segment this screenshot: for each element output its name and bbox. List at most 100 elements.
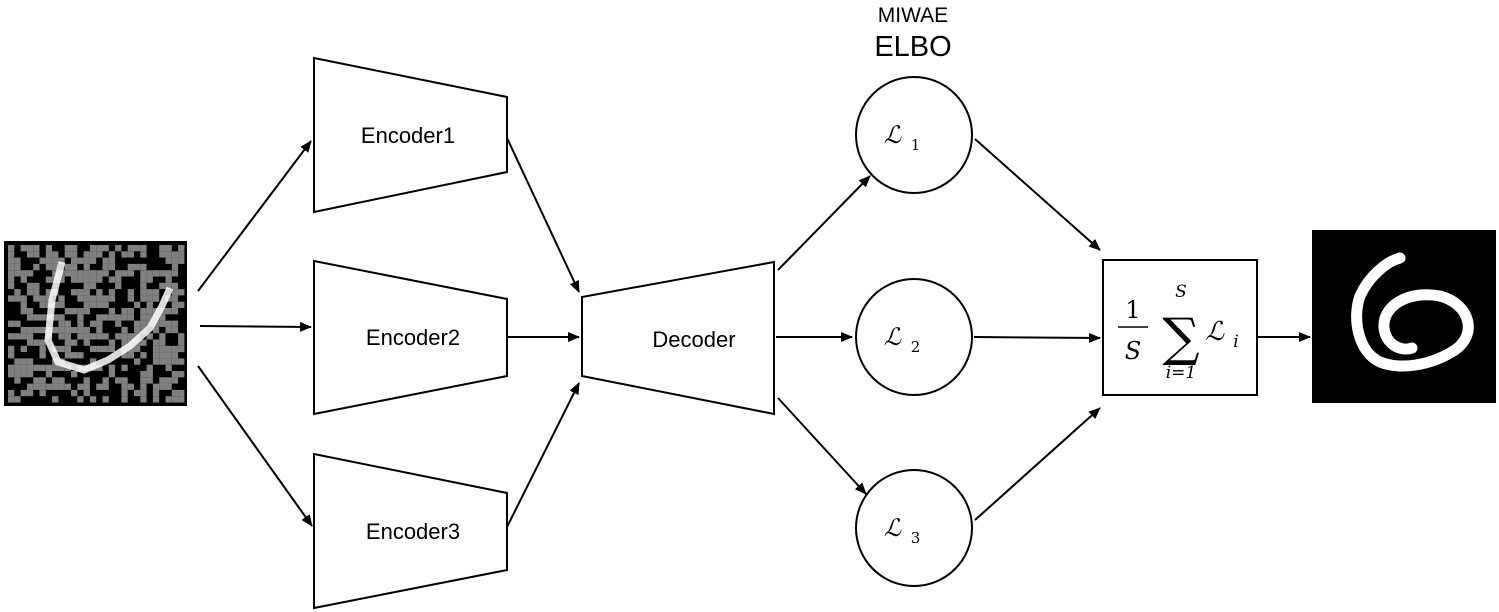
svg-text:ℒ 1: ℒ 1 bbox=[884, 121, 920, 154]
noise-pixel bbox=[159, 358, 166, 365]
noise-pixel bbox=[165, 308, 172, 315]
noise-pixel bbox=[127, 314, 134, 321]
noise-pixel bbox=[8, 263, 15, 271]
aggregate-lower-limit: i=1 bbox=[1166, 363, 1197, 383]
noise-pixel bbox=[33, 383, 40, 390]
noise-pixel bbox=[58, 333, 65, 340]
noise-pixel bbox=[83, 377, 90, 384]
noise-pixel bbox=[14, 396, 21, 403]
noise-pixel bbox=[39, 345, 46, 353]
noise-pixel bbox=[134, 326, 141, 334]
noise-pixel bbox=[140, 282, 147, 290]
noise-pixel bbox=[33, 326, 40, 334]
noise-pixel bbox=[58, 320, 65, 327]
noise-pixel bbox=[127, 245, 134, 252]
noise-pixel bbox=[146, 333, 153, 340]
noise-pixel bbox=[96, 301, 103, 308]
noise-pixel bbox=[159, 352, 166, 359]
noise-pixel bbox=[96, 289, 103, 296]
noise-pixel bbox=[108, 364, 116, 371]
noise-pixel bbox=[58, 377, 65, 384]
loss1-symbol: ℒ bbox=[884, 121, 902, 149]
noise-pixel bbox=[83, 383, 90, 390]
noise-pixel bbox=[26, 339, 34, 346]
noise-pixel bbox=[140, 377, 147, 384]
noise-pixel bbox=[52, 396, 59, 403]
noise-pixel bbox=[178, 301, 185, 308]
noise-pixel bbox=[121, 333, 128, 340]
noise-pixel bbox=[8, 396, 15, 403]
aggregate-upper-limit: S bbox=[1175, 282, 1187, 302]
noise-pixel bbox=[64, 245, 71, 252]
noise-pixel bbox=[77, 333, 84, 340]
noise-pixel bbox=[115, 282, 122, 290]
noise-pixel bbox=[127, 289, 134, 296]
noise-pixel bbox=[58, 276, 65, 283]
noise-pixel bbox=[165, 276, 172, 283]
noise-pixel bbox=[14, 295, 21, 302]
noise-pixel bbox=[77, 295, 84, 302]
noise-pixel bbox=[58, 326, 65, 334]
noise-pixel bbox=[14, 320, 21, 327]
noise-pixel bbox=[102, 396, 109, 403]
noise-pixel bbox=[140, 276, 147, 283]
aggregate-denominator: S bbox=[1125, 337, 1141, 365]
noise-pixel bbox=[171, 295, 179, 302]
noise-pixel bbox=[83, 326, 90, 334]
noise-pixel bbox=[152, 270, 160, 277]
noise-pixel bbox=[102, 333, 109, 340]
noise-pixel bbox=[8, 270, 15, 277]
noise-pixel bbox=[165, 257, 172, 264]
noise-pixel bbox=[77, 396, 84, 403]
noise-pixel bbox=[140, 352, 147, 359]
noise-pixel bbox=[39, 377, 46, 384]
noise-pixel bbox=[140, 289, 147, 296]
noise-pixel bbox=[52, 326, 59, 334]
noise-pixel bbox=[83, 339, 90, 346]
noise-pixel bbox=[127, 383, 134, 390]
noise-pixel bbox=[89, 295, 97, 302]
noise-pixel bbox=[146, 364, 153, 371]
aggregate-numerator: 1 bbox=[1125, 296, 1140, 324]
noise-pixel bbox=[20, 358, 27, 365]
noise-pixel bbox=[20, 364, 27, 371]
noise-pixel bbox=[89, 276, 97, 283]
noise-pixel bbox=[8, 245, 15, 252]
noise-pixel bbox=[14, 377, 21, 384]
noise-pixel bbox=[71, 326, 78, 334]
noise-pixel bbox=[159, 320, 166, 327]
noise-pixel bbox=[108, 263, 116, 271]
noise-pixel bbox=[134, 301, 141, 308]
noise-pixel bbox=[178, 345, 185, 353]
noise-pixel bbox=[165, 245, 172, 252]
noise-pixel bbox=[146, 295, 153, 302]
noise-pixel bbox=[108, 339, 116, 346]
noise-pixel bbox=[20, 270, 27, 277]
noise-pixel bbox=[39, 257, 46, 264]
noise-pixel bbox=[108, 251, 116, 258]
noise-pixel bbox=[178, 358, 185, 365]
noise-pixel bbox=[108, 308, 116, 315]
noise-pixel bbox=[58, 383, 65, 390]
noise-pixel bbox=[71, 257, 78, 264]
noise-pixel bbox=[14, 263, 21, 271]
noise-pixel bbox=[8, 333, 15, 340]
noise-pixel bbox=[115, 333, 122, 340]
noise-pixel bbox=[127, 270, 134, 277]
noise-pixel bbox=[152, 345, 160, 353]
noise-pixel bbox=[171, 289, 179, 296]
noise-pixel bbox=[83, 270, 90, 277]
noise-pixel bbox=[26, 371, 34, 378]
loss1-node: ℒ 1 bbox=[855, 76, 973, 194]
noise-pixel bbox=[83, 333, 90, 340]
edge-decoder-loss1 bbox=[777, 175, 871, 271]
noise-pixel bbox=[26, 358, 34, 365]
noise-pixel bbox=[20, 345, 27, 353]
noise-pixel bbox=[89, 320, 97, 327]
noise-pixel bbox=[159, 383, 166, 390]
noise-pixel bbox=[45, 257, 53, 264]
noise-pixel bbox=[115, 245, 122, 252]
noise-pixel bbox=[178, 389, 185, 397]
noise-pixel bbox=[58, 345, 65, 353]
noise-pixel bbox=[127, 308, 134, 315]
